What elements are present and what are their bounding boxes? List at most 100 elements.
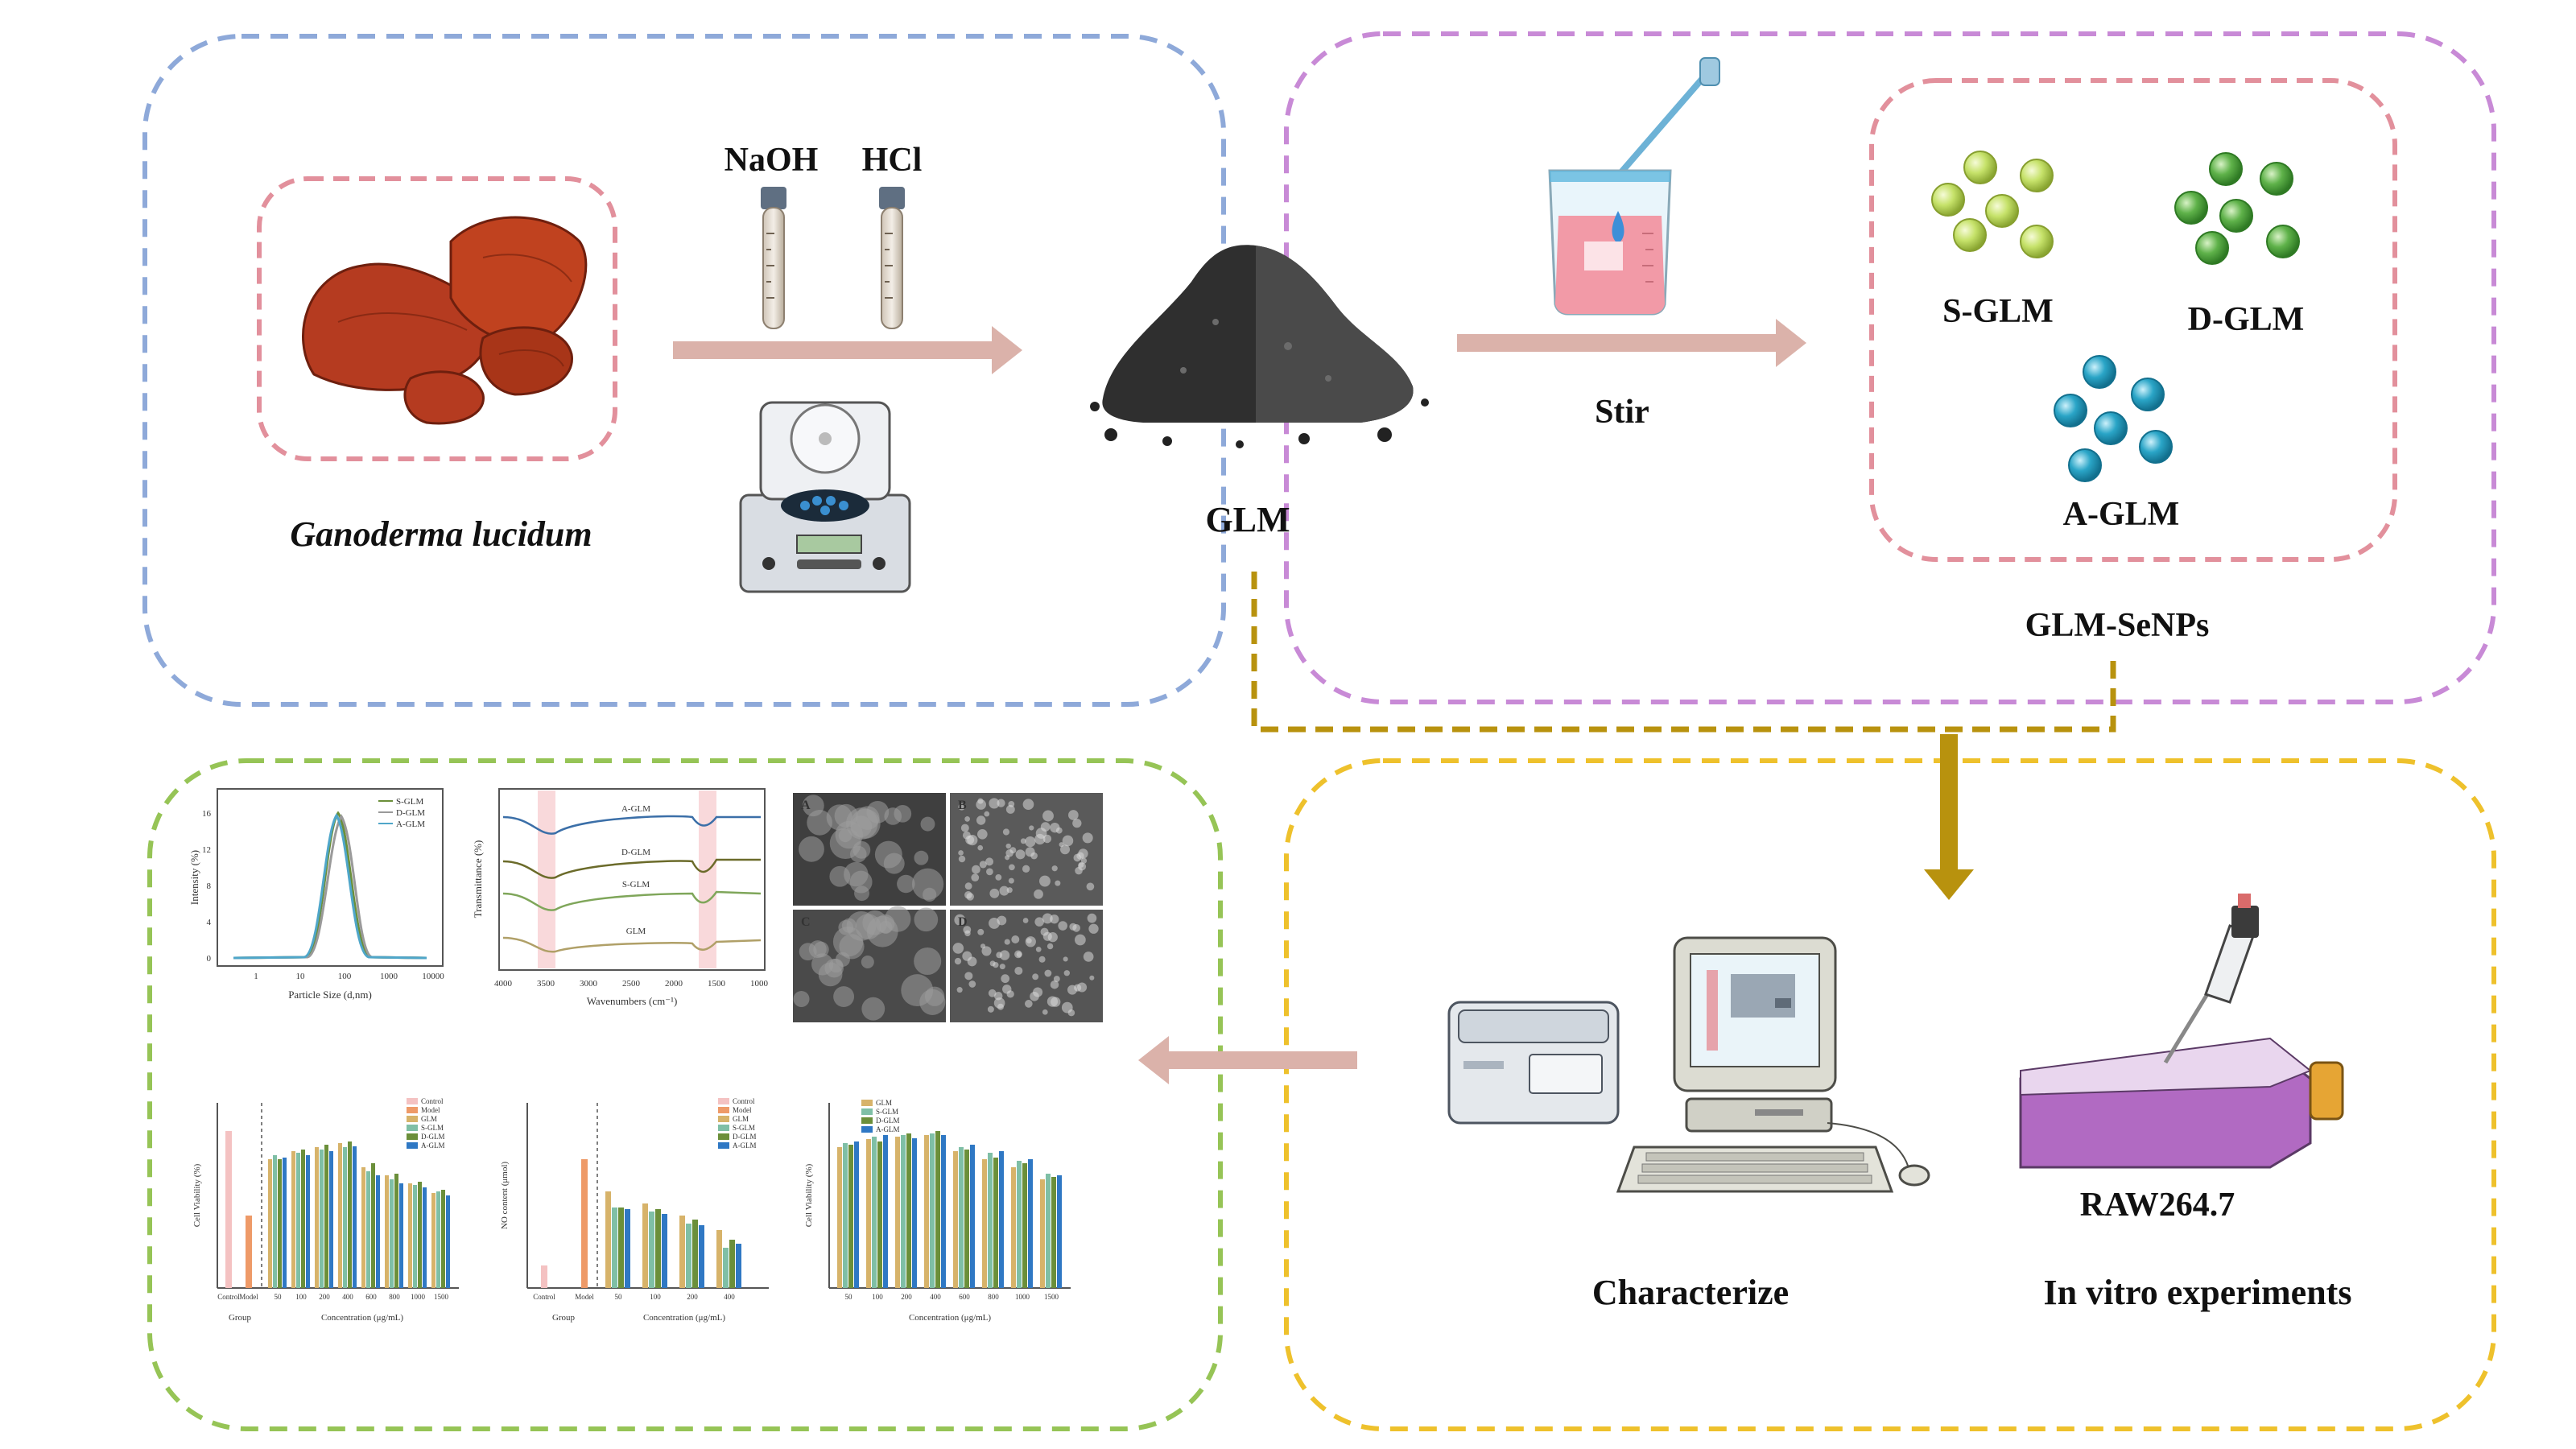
sem-grain [1050, 823, 1060, 833]
conc-tick: 200 [319, 1293, 330, 1301]
sem-grain [1025, 836, 1036, 848]
bar-model [581, 1159, 588, 1288]
sem-grain [793, 990, 810, 1007]
sem-grain [1087, 913, 1097, 923]
ftir-line-d-glm [502, 858, 761, 879]
sem-grain [981, 946, 992, 956]
legend-swatch [861, 1108, 873, 1115]
sem-grain [1022, 918, 1029, 923]
ftir-series-label: D-GLM [621, 848, 650, 857]
bar [399, 1183, 403, 1288]
ftir-x-tick: 3000 [580, 979, 598, 989]
sem-grain [829, 828, 861, 860]
bar [329, 1151, 333, 1288]
sem-grain [1051, 997, 1061, 1007]
sem-grain [964, 882, 972, 890]
sem-grain [1015, 849, 1026, 860]
conc-tick: 1000 [1015, 1293, 1030, 1301]
bar [655, 1209, 661, 1288]
bar [361, 1167, 365, 1288]
bar [924, 1135, 929, 1288]
dls-curve-d-glm [233, 814, 427, 960]
ftir-line-glm [502, 936, 762, 953]
sem-grain [958, 850, 964, 856]
bar [649, 1212, 654, 1288]
bar [394, 1174, 398, 1288]
sem-grain [813, 941, 829, 958]
sem-grain [1050, 980, 1059, 989]
sem-grain [1072, 818, 1082, 828]
label-a-glm: A-GLM [2063, 496, 2180, 533]
sem-grain [833, 986, 855, 1007]
sem-grain [1035, 946, 1042, 952]
label-naoh: NaOH [724, 142, 819, 179]
ganoderma-illustration [302, 216, 588, 425]
conc-tick: 50 [615, 1293, 623, 1301]
sem-grain [1025, 847, 1035, 857]
legend-label: S-GLM [876, 1108, 898, 1116]
sem-grain [1060, 844, 1071, 855]
dls-y-tick: 8 [207, 881, 212, 891]
box-nanoparticles [1869, 78, 2397, 562]
sem-grain [1042, 810, 1054, 822]
dls-y-tick: 0 [207, 954, 212, 964]
sem-grain [985, 857, 994, 866]
bar [1017, 1161, 1022, 1288]
conc-tick: 400 [342, 1293, 353, 1301]
group-tick: Control [217, 1293, 240, 1301]
legend-swatch [861, 1126, 873, 1133]
bar [418, 1182, 422, 1288]
dls-ylabel: Intensity (%) [188, 850, 200, 905]
bar [999, 1151, 1004, 1288]
label-s-glm: S-GLM [1942, 293, 2054, 330]
sem-grain [1068, 810, 1079, 820]
bar [1028, 1159, 1033, 1288]
bar [877, 1141, 882, 1288]
sem-panel-letter: C [801, 915, 811, 929]
legend-swatch [861, 1117, 873, 1124]
label-invitro: In vitro experiments [2044, 1273, 2352, 1312]
s-glm-particles [1931, 151, 2054, 258]
sem-grain [977, 844, 984, 851]
sem-grain [885, 906, 911, 932]
sem-grain [1074, 984, 1082, 992]
ftir-x-tick: 3500 [537, 979, 555, 989]
sem-grain [1069, 923, 1077, 931]
legend-swatch [718, 1116, 729, 1122]
connector-line [1251, 572, 2116, 733]
sem-grain [799, 836, 824, 862]
legend-label: A-GLM [733, 1141, 757, 1150]
legend-label: S-GLM [421, 1124, 444, 1132]
sem-grain [989, 918, 1000, 929]
sem-grain [999, 886, 1009, 896]
viability2-xlabel: Concentration (μg/mL) [909, 1313, 991, 1323]
sem-grain [972, 865, 980, 874]
legend-label: S-GLM [733, 1124, 755, 1132]
dls-y-tick: 4 [207, 918, 212, 927]
sem-grain [1067, 1009, 1075, 1017]
conc-tick: 600 [959, 1293, 970, 1301]
legend-label: Control [421, 1097, 444, 1105]
sem-grain [1006, 887, 1013, 894]
label-raw: RAW264.7 [2080, 1187, 2235, 1224]
viability2-ylabel: Cell Viability (%) [804, 1163, 814, 1227]
sem-grain [897, 874, 915, 894]
sem-grain [956, 987, 963, 993]
conc-tick: 200 [687, 1293, 698, 1301]
sem-grain [838, 919, 854, 935]
dls-x-tick: 10000 [422, 972, 444, 981]
sem-panel-letter: B [958, 799, 967, 812]
conc-tick: 50 [845, 1293, 853, 1301]
sem-grain [1014, 966, 1023, 975]
legend-swatch [718, 1098, 729, 1104]
bar [736, 1244, 741, 1288]
sem-grain [1046, 943, 1054, 950]
bar [988, 1153, 993, 1288]
sem-grain [958, 803, 965, 811]
legend-label: GLM [733, 1115, 749, 1123]
bar [273, 1155, 277, 1288]
sem-grain [954, 914, 966, 926]
